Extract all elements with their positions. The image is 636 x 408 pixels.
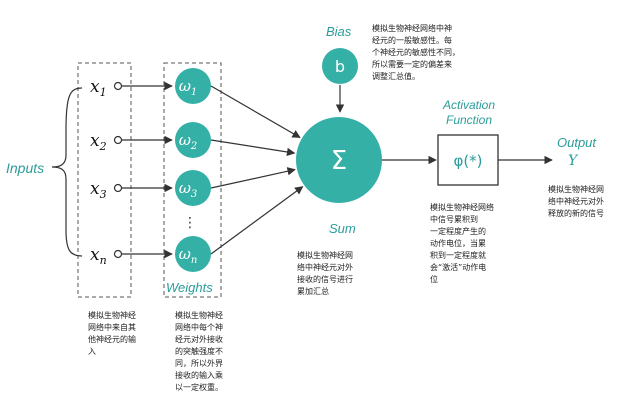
activation-label-line2: Function — [446, 113, 492, 127]
inputs-note: 模拟生物神经网络中来自其他神经元的输入 — [88, 310, 136, 356]
bias-node — [322, 48, 358, 84]
inputs-dashed-box — [77, 62, 132, 298]
input-label-4: xn — [90, 245, 107, 267]
output-label: Output — [557, 135, 597, 150]
sum-symbol: Σ — [331, 146, 347, 176]
weights-dashed-box — [163, 62, 222, 298]
inputs-bracket — [51, 87, 83, 257]
activation-label-line1: Activation — [442, 98, 495, 112]
weights-label: Weights — [166, 280, 213, 295]
activation-note: 模拟生物神经网络中信号累积到一定程度产生的动作电位，当累积到一定程度就会“激活”… — [430, 202, 494, 284]
output-symbol: Y — [568, 153, 579, 169]
sum-note: 模拟生物神经网络中神经元对外接收的信号进行累加汇总 — [297, 250, 353, 296]
inputs-label: Inputs — [6, 160, 44, 176]
activation-symbol: φ(*) — [453, 152, 482, 170]
input-port-2 — [113, 135, 123, 145]
bias-label: Bias — [326, 24, 352, 39]
weight-node-4 — [175, 236, 211, 272]
input-port-3 — [113, 183, 123, 193]
weight-node-3 — [175, 170, 211, 206]
sum-node — [296, 117, 382, 203]
bias-symbol: b — [335, 57, 345, 76]
input-label-3: x3 — [90, 179, 107, 201]
input-label-1: x1 — [90, 77, 107, 99]
weights-note: 模拟生物神经网络中每个神经元对外接收的突触强度不同，所以外界接收的输入乘以一定权… — [175, 310, 223, 392]
bias-note: 模拟生物神经网络中神经元的一般敏感性。每个神经元的敏感性不同，所以需要一定的偏差… — [372, 23, 460, 81]
weight-to-sum-arrow-2 — [210, 139, 296, 157]
weights-ellipsis: ⋮ — [183, 215, 197, 231]
weight-to-sum-arrow-1 — [210, 85, 301, 139]
weight-node-1 — [175, 68, 211, 104]
output-note: 模拟生物神经网络中神经元对外释放的新的信号 — [548, 184, 604, 218]
weight-node-2 — [175, 122, 211, 158]
weight-to-sum-arrow-4 — [210, 186, 304, 255]
input-port-1 — [113, 81, 123, 91]
input-port-4 — [113, 249, 123, 259]
input-label-2: x2 — [90, 131, 107, 153]
sum-label: Sum — [329, 221, 356, 236]
weight-to-sum-arrow-3 — [210, 167, 296, 189]
